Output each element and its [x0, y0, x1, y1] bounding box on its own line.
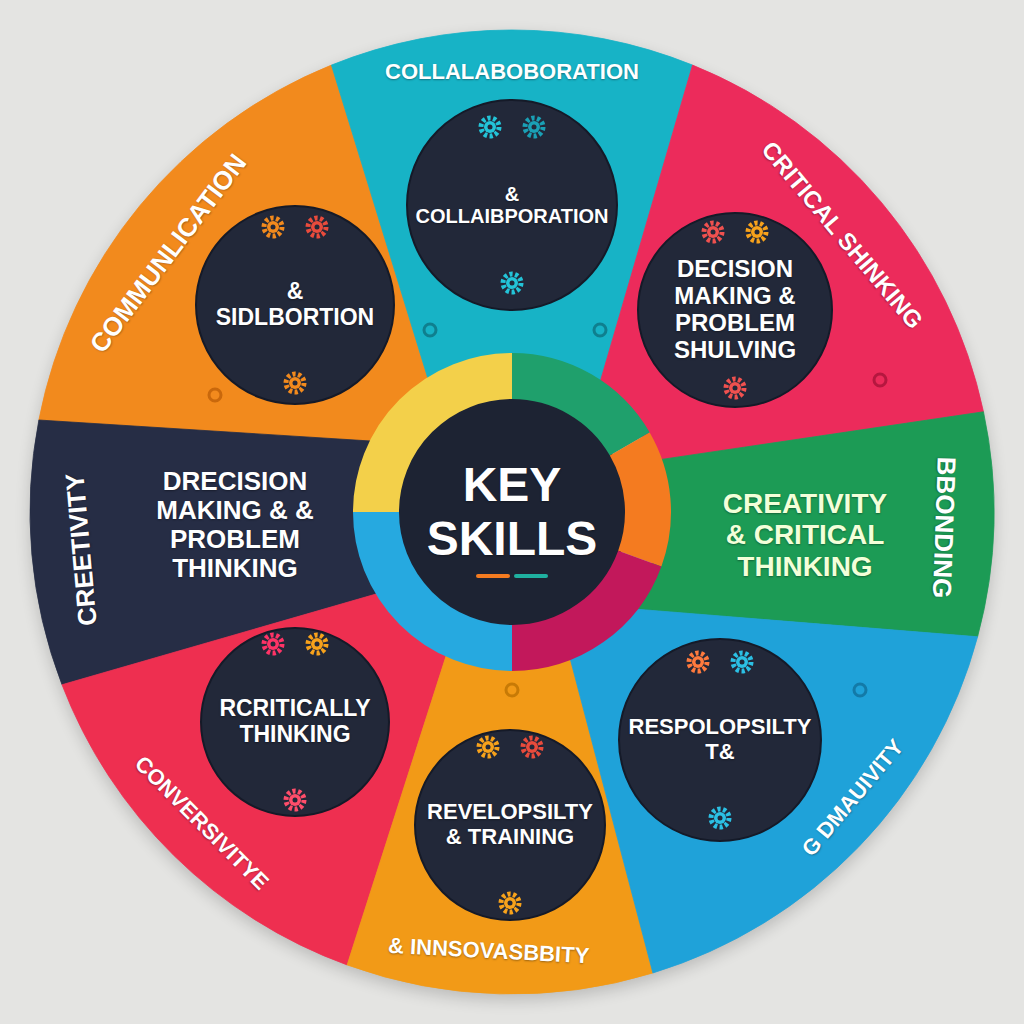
- wedge-fill: [568, 608, 977, 973]
- skill-wedge: DECISION MAKING & PROBLEM SHULVINGCRITIC…: [597, 64, 985, 462]
- hub-title: KEY SKILLS: [417, 458, 607, 566]
- wedge-text: DRECISION MAKING & & PROBLEM THINKING: [148, 467, 323, 583]
- badge-text: DECISION MAKING & PROBLEM SHULVING: [665, 256, 805, 364]
- wheel-shadow-disc: [30, 36, 994, 1000]
- circle-fill: [196, 206, 394, 404]
- accent-dash: [516, 574, 546, 578]
- wedge-fill: [627, 412, 994, 637]
- badge-text: & COLLAIBPORATION: [410, 183, 615, 228]
- wedge-text: CREATIVITY & CRITICAL THINKING: [715, 488, 895, 582]
- badge-text: RCRITICALLY THINKING: [210, 696, 380, 748]
- circle-fill: [415, 730, 605, 920]
- circle-fill: [638, 213, 832, 407]
- accent-dash: [478, 574, 508, 578]
- circle-fill: [201, 628, 389, 816]
- wedge-label: BBONDING: [927, 456, 961, 598]
- circle-fill: [619, 639, 821, 841]
- ring-segment: [376, 376, 648, 648]
- circle-fill: [407, 100, 617, 310]
- circle-fill: [397, 397, 627, 627]
- badge-text: & SIDLBORTION: [210, 279, 380, 331]
- wedge-fill: [598, 65, 983, 461]
- wedge-label: COLLALABOBORATION: [385, 60, 639, 85]
- badge-text: REVELOPSILTY & TRAINING: [418, 800, 603, 849]
- skill-wedge: RESPOLOPSILTY T&G DMAUIVITY: [567, 607, 979, 974]
- badge-text: RESPOLOPSILTY T&: [623, 715, 818, 764]
- skill-wedge: BBONDING CREATIVITY & CRITICAL THINKING: [625, 410, 995, 638]
